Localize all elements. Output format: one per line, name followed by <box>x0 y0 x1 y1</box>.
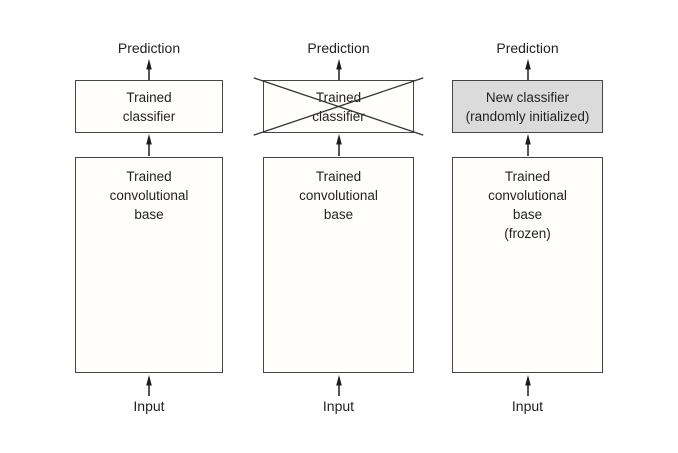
box-text-line: Trained <box>504 169 551 184</box>
prediction-label: Prediction <box>307 40 370 56</box>
input-label: Input <box>511 398 544 414</box>
box-text-line: base <box>512 207 543 222</box>
conv-base-box: Trained convolutional base <box>75 157 223 373</box>
arrow-up-icon <box>524 59 531 80</box>
box-text-line: Trained <box>126 89 172 105</box>
column-trained-classifier: Prediction Trained classifier Trained co… <box>75 0 223 453</box>
prediction-label: Prediction <box>496 40 559 56</box>
arrow-up-icon <box>335 134 342 156</box>
crossed-classifier-box: Trained classifier <box>263 80 414 133</box>
column-new-classifier: Prediction New classifier (randomly init… <box>452 0 603 453</box>
box-text-line: convolutional <box>488 188 567 203</box>
prediction-label: Prediction <box>117 40 181 56</box>
box-text-line: classifier <box>312 108 365 124</box>
arrow-up-icon <box>146 134 152 156</box>
conv-base-box: Trained convolutional base <box>263 157 414 373</box>
box-text-line: classifier <box>122 108 176 124</box>
arrow-up-icon <box>335 59 342 80</box>
box-text-line: (randomly initialized) <box>465 108 590 124</box>
trained-classifier-box: Trained classifier <box>75 80 223 133</box>
box-text-line: base <box>323 207 354 222</box>
box-text-line: convolutional <box>299 188 378 203</box>
box-text-line: Trained <box>315 169 362 184</box>
arrow-up-icon <box>146 59 152 80</box>
arrow-up-icon <box>335 375 342 396</box>
box-text-line: New classifier <box>485 89 570 105</box>
box-text-line: convolutional <box>109 188 189 203</box>
arrow-up-icon <box>524 375 531 396</box>
input-label: Input <box>322 398 355 414</box>
box-text-line: Trained <box>315 89 362 105</box>
input-label: Input <box>133 398 165 414</box>
arrow-up-icon <box>524 134 531 156</box>
box-text-line: base <box>134 207 164 222</box>
column-crossed-classifier: Prediction Trained classifier Trained co… <box>263 0 414 453</box>
box-text-line: Trained <box>126 169 172 184</box>
arrow-up-icon <box>146 375 152 396</box>
new-classifier-box: New classifier (randomly initialized) <box>452 80 603 133</box>
conv-base-frozen-box: Trained convolutional base (frozen) <box>452 157 603 373</box>
box-text-line <box>76 224 222 243</box>
box-text-line: (frozen) <box>504 226 551 241</box>
box-text-line <box>264 224 413 243</box>
